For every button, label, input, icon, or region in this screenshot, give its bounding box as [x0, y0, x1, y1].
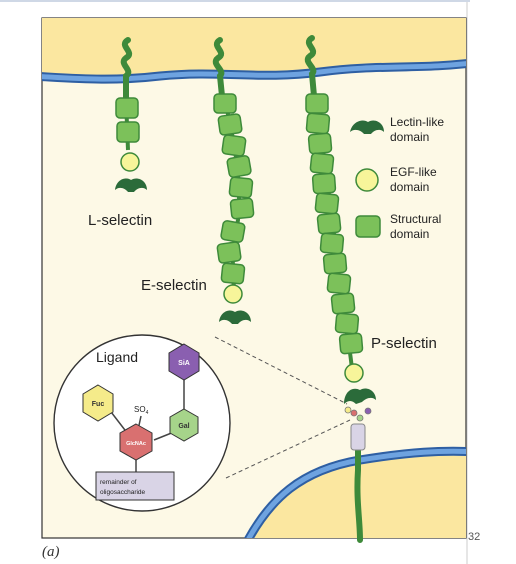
- zoom-line-bottom: [225, 419, 351, 479]
- structural-domain: [311, 172, 337, 195]
- structural-domain: [229, 197, 255, 220]
- slide-top-rule: [0, 0, 470, 2]
- egf-legend-icon: [355, 168, 379, 192]
- e-selectin-molecule: [212, 37, 255, 324]
- structural-domain: [338, 332, 364, 355]
- structural-domain: [334, 312, 360, 335]
- structural-domain: [217, 113, 243, 136]
- remainder-box: [95, 471, 175, 501]
- structural-domain: [226, 155, 252, 178]
- legend-lectin-label: Lectin-like domain: [390, 115, 447, 144]
- egf-domain: [344, 363, 364, 383]
- structural-domain: [319, 232, 345, 255]
- l-selectin-label: L-selectin: [88, 212, 152, 229]
- structural-domain: [115, 97, 139, 119]
- p-selectin-molecule: [304, 35, 376, 543]
- structural-domain: [307, 132, 333, 155]
- sia-label: SiA: [178, 360, 190, 367]
- ligand-stalk: [354, 443, 363, 543]
- zoom-line-top: [214, 336, 348, 405]
- page-number: 32: [468, 531, 481, 543]
- ligand-sugar: [344, 406, 352, 414]
- p-selectin-label: P-selectin: [371, 335, 437, 352]
- gal-label: Gal: [178, 423, 189, 430]
- l-selectin-molecule: [115, 37, 147, 192]
- structural-domain: [305, 112, 331, 135]
- structural-domain: [309, 152, 335, 175]
- structural-domain: [213, 93, 237, 114]
- legend-structural-label: Structural domain: [390, 212, 445, 241]
- lectin-domain: [219, 310, 251, 324]
- lectin-legend-icon: [350, 120, 384, 134]
- structural-legend-icon: [355, 215, 381, 238]
- structural-domain: [322, 252, 348, 275]
- structural-domain: [316, 212, 342, 235]
- ligand-title: Ligand: [96, 349, 138, 365]
- structural-domain: [326, 272, 352, 295]
- fuc-label: Fuc: [92, 401, 105, 408]
- top-membrane-inner: [42, 61, 466, 82]
- legend-egf-label: EGF-like domain: [390, 165, 440, 194]
- glcnac-sugar: [119, 423, 153, 461]
- structural-domain: [220, 262, 246, 285]
- lectin-domain: [344, 388, 376, 404]
- egf-domain: [223, 284, 243, 304]
- structural-domain: [228, 176, 254, 199]
- structural-domain: [216, 241, 242, 264]
- egf-domain: [120, 152, 140, 172]
- panel-tag: (a): [42, 544, 60, 560]
- structural-domain: [221, 134, 247, 157]
- ligand-sugar: [350, 409, 358, 417]
- fuc-sugar: [82, 384, 114, 422]
- structural-domain: [220, 220, 246, 243]
- ligand-sugar: [356, 414, 364, 422]
- structural-domain: [330, 292, 356, 315]
- top-cell-membrane: [42, 18, 466, 80]
- ligand-core: [350, 423, 366, 451]
- sia-sugar: [168, 343, 200, 381]
- ligand-sugar: [364, 407, 372, 415]
- lectin-domain: [115, 178, 147, 192]
- so4-label: SO4: [134, 405, 149, 416]
- gal-sugar: [169, 408, 199, 442]
- e-selectin-label: E-selectin: [141, 277, 207, 294]
- glcnac-label: GlcNAc: [126, 441, 146, 447]
- structural-domain: [305, 93, 329, 114]
- structural-domain: [116, 121, 140, 143]
- slide-right-edge: [466, 2, 468, 564]
- structural-domain: [314, 192, 340, 215]
- remainder-label: remainder of oligosaccharide: [100, 479, 146, 496]
